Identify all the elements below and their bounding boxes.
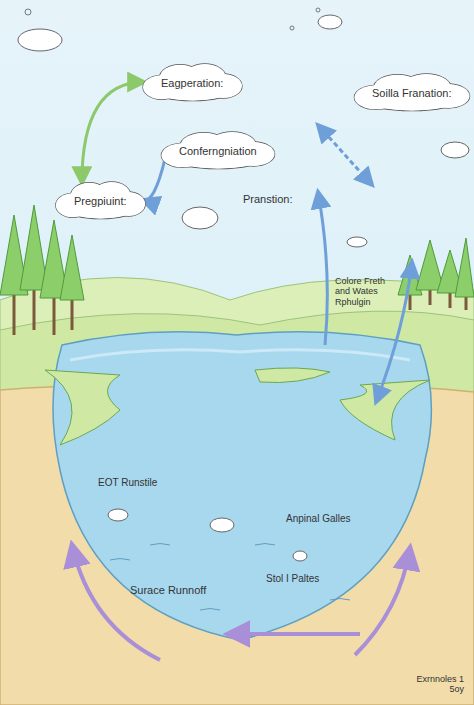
cloud-label: Soilla Franation: [372, 87, 452, 100]
cycle-arrow [82, 82, 144, 183]
signature-note: Exrnnoles 1 5oy [412, 674, 464, 695]
process-note: Colore Freth and Wates Rphulgin [335, 276, 391, 307]
process-label: Pranstion: [243, 193, 293, 206]
cloud-label: Conferngniation [179, 145, 257, 158]
lake-label: Stol I Paltes [266, 573, 319, 585]
cloud-label: Eagperation: [161, 77, 223, 90]
cloud-node: Pregpiuint: [54, 180, 147, 220]
cloud-node: Eagperation: [141, 62, 244, 102]
lake-label: EOT Runstile [98, 477, 157, 489]
cycle-arrow [143, 159, 165, 201]
cloud-label: Pregpiuint: [74, 195, 127, 208]
cloud-node: Conferngniation [159, 130, 277, 170]
runoff-label: Surace Runnoff [130, 584, 206, 597]
lake-label: Anpinal Galles [286, 513, 350, 525]
cloud-node: Soilla Franation: [352, 72, 472, 112]
